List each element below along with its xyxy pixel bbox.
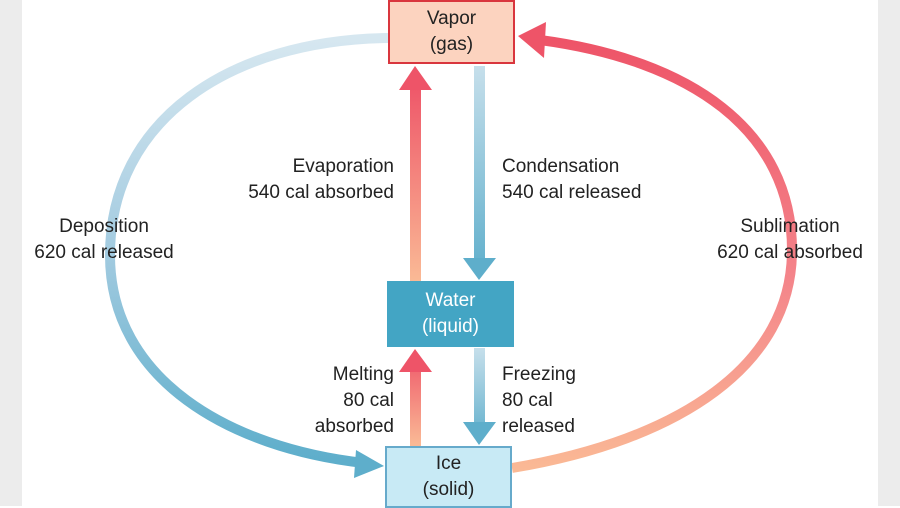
evaporation-arrow <box>399 66 432 282</box>
sublimation-label: Sublimation 620 cal absorbed <box>698 214 882 266</box>
melting-name: Melting <box>332 364 394 385</box>
vapor-phase: (gas) <box>429 34 474 55</box>
right-margin-band <box>878 0 900 506</box>
evaporation-detail: 540 cal absorbed <box>248 182 394 203</box>
melting-label: Melting 80 cal absorbed <box>315 362 394 440</box>
melting-arrow <box>399 349 432 446</box>
evaporation-name: Evaporation <box>292 156 394 177</box>
sublimation-detail: 620 cal absorbed <box>717 242 863 263</box>
water-phase: (liquid) <box>421 316 480 337</box>
ice-name: Ice <box>435 453 462 474</box>
sublimation-name: Sublimation <box>740 216 840 237</box>
freezing-arrow <box>463 348 496 445</box>
evaporation-label: Evaporation 540 cal absorbed <box>248 154 394 206</box>
freezing-detail-effect: released <box>502 416 575 437</box>
water-name: Water <box>425 290 476 311</box>
freezing-name: Freezing <box>502 364 576 385</box>
deposition-arrow <box>104 33 389 478</box>
freezing-detail-amount: 80 cal <box>502 390 553 411</box>
condensation-label: Condensation 540 cal released <box>502 154 641 206</box>
freezing-label: Freezing 80 cal released <box>502 362 576 440</box>
ice-phase: (solid) <box>422 479 475 500</box>
vapor-name: Vapor <box>426 8 477 29</box>
melting-detail-amount: 80 cal <box>343 390 394 411</box>
vapor-state-box: Vapor (gas) <box>388 0 515 64</box>
melting-detail-effect: absorbed <box>314 416 394 437</box>
condensation-name: Condensation <box>502 156 620 177</box>
condensation-detail: 540 cal released <box>502 182 642 203</box>
water-state-box: Water (liquid) <box>387 281 514 347</box>
deposition-detail: 620 cal released <box>34 242 174 263</box>
ice-state-box: Ice (solid) <box>385 446 512 508</box>
sublimation-arrow <box>511 22 798 473</box>
deposition-name: Deposition <box>59 216 149 237</box>
condensation-arrow <box>463 66 496 280</box>
left-margin-band <box>0 0 22 506</box>
deposition-label: Deposition 620 cal released <box>14 214 194 266</box>
